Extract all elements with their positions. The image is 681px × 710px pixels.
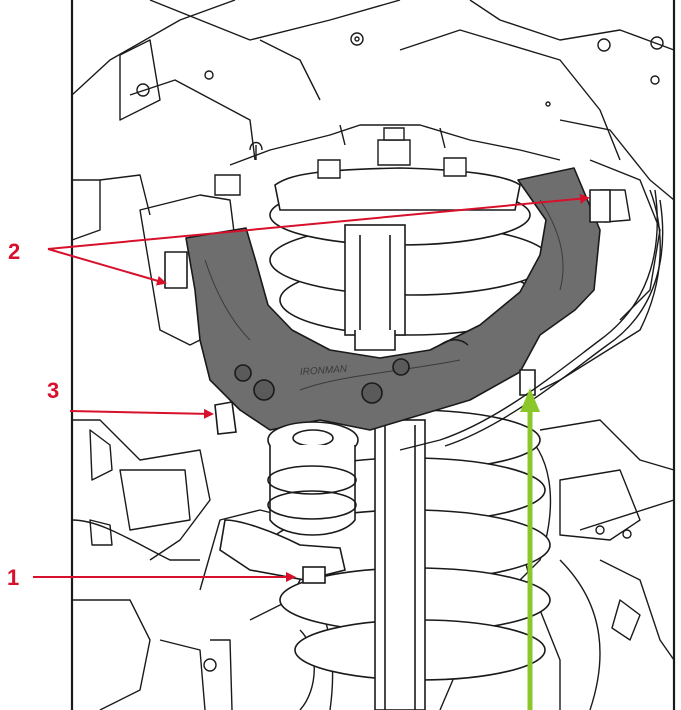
shock-top-hardware <box>214 127 467 196</box>
green-indicator-arrow <box>520 388 540 710</box>
chassis-linework <box>71 0 675 710</box>
callout-arrow-3 <box>69 408 214 419</box>
callout-number-1: 1 <box>7 565 20 590</box>
brake-line <box>399 189 664 451</box>
callout-arrow-2-right <box>47 193 590 250</box>
callout-number-3: 3 <box>47 378 60 403</box>
arm-brand-marking: IRONMAN <box>300 364 349 378</box>
frame-border-lines <box>70 0 676 710</box>
callout-arrow-2-left <box>47 248 167 286</box>
upper-control-arm: IRONMAN <box>164 167 611 431</box>
ball-joint <box>214 369 536 584</box>
callout-number-2: 2 <box>8 239 21 264</box>
callout-arrows <box>33 193 590 582</box>
